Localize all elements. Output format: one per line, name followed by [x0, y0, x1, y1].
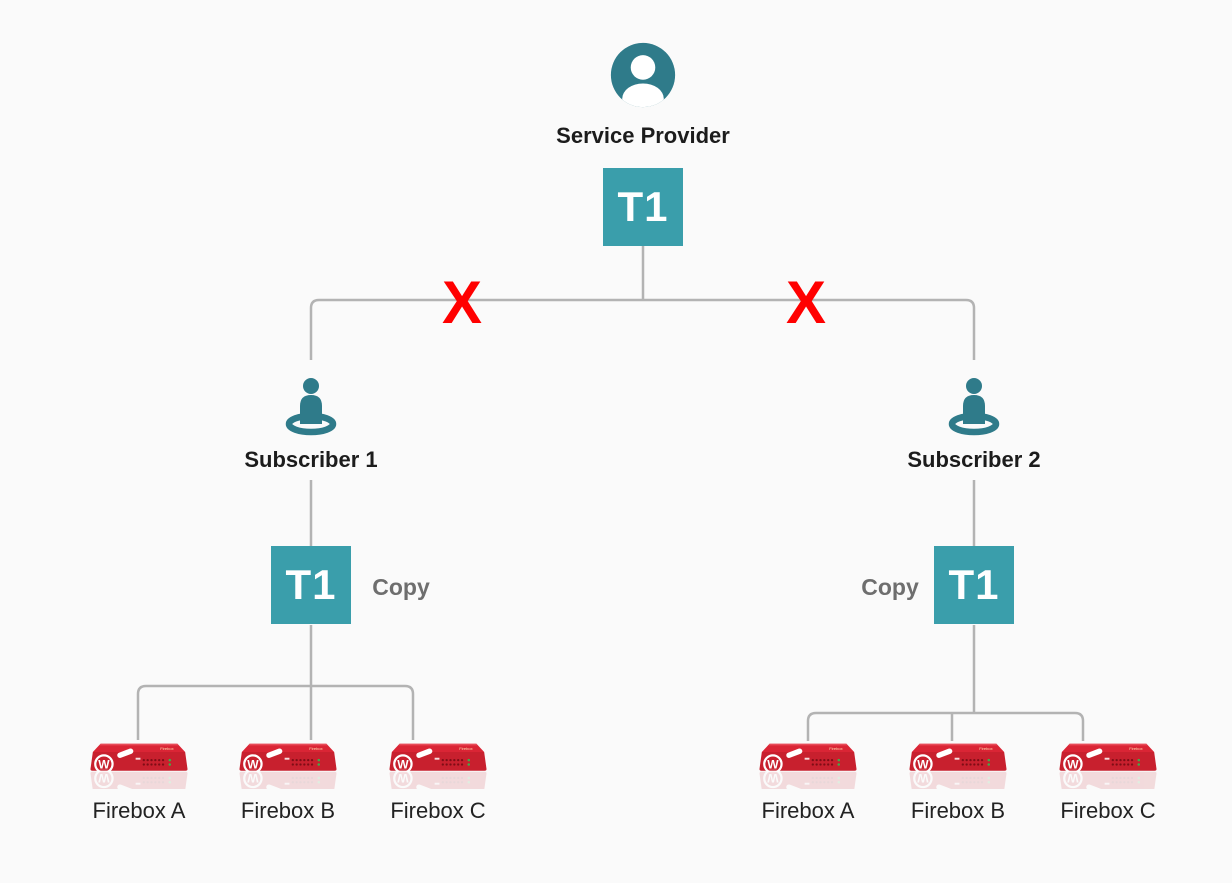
firebox-device-B-left [238, 739, 338, 789]
firebox-label: Firebox B [910, 798, 1006, 823]
firebox-label: Firebox C [1060, 798, 1156, 823]
provider-t1-box: T1 [603, 168, 683, 246]
subscriber2-t1-box: T1 [934, 546, 1014, 624]
subscriber1-copy-label: Copy [372, 574, 430, 600]
firebox-device-B-right [908, 739, 1008, 789]
subscriber2-icon [948, 378, 1000, 436]
broken-link-x-left: X [441, 269, 483, 336]
service-provider-icon [610, 42, 676, 108]
firebox-label: Firebox B [240, 798, 336, 823]
wire-right-firebox-bus [806, 711, 1085, 741]
broken-link-x-right: X [785, 269, 827, 336]
subscriber1-label: Subscriber 1 [244, 447, 378, 472]
subscriber1-t1-box: T1 [271, 546, 351, 624]
firebox-label: Firebox A [92, 798, 186, 823]
firebox-label: Firebox A [761, 798, 855, 823]
wire-left-firebox-bus [136, 684, 415, 740]
subscriber2-copy-label: Copy [861, 574, 919, 600]
service-provider-label: Service Provider [556, 123, 730, 148]
firebox-device-A-right [758, 739, 858, 789]
wire-provider-to-subscribers [309, 298, 976, 360]
subscriber1-icon [285, 378, 337, 436]
subscriber2-label: Subscriber 2 [907, 447, 1041, 472]
firebox-device-C-left [388, 739, 488, 789]
firebox-device-A-left [89, 739, 189, 789]
firebox-device-C-right [1058, 739, 1158, 789]
firebox-label: Firebox C [390, 798, 486, 823]
